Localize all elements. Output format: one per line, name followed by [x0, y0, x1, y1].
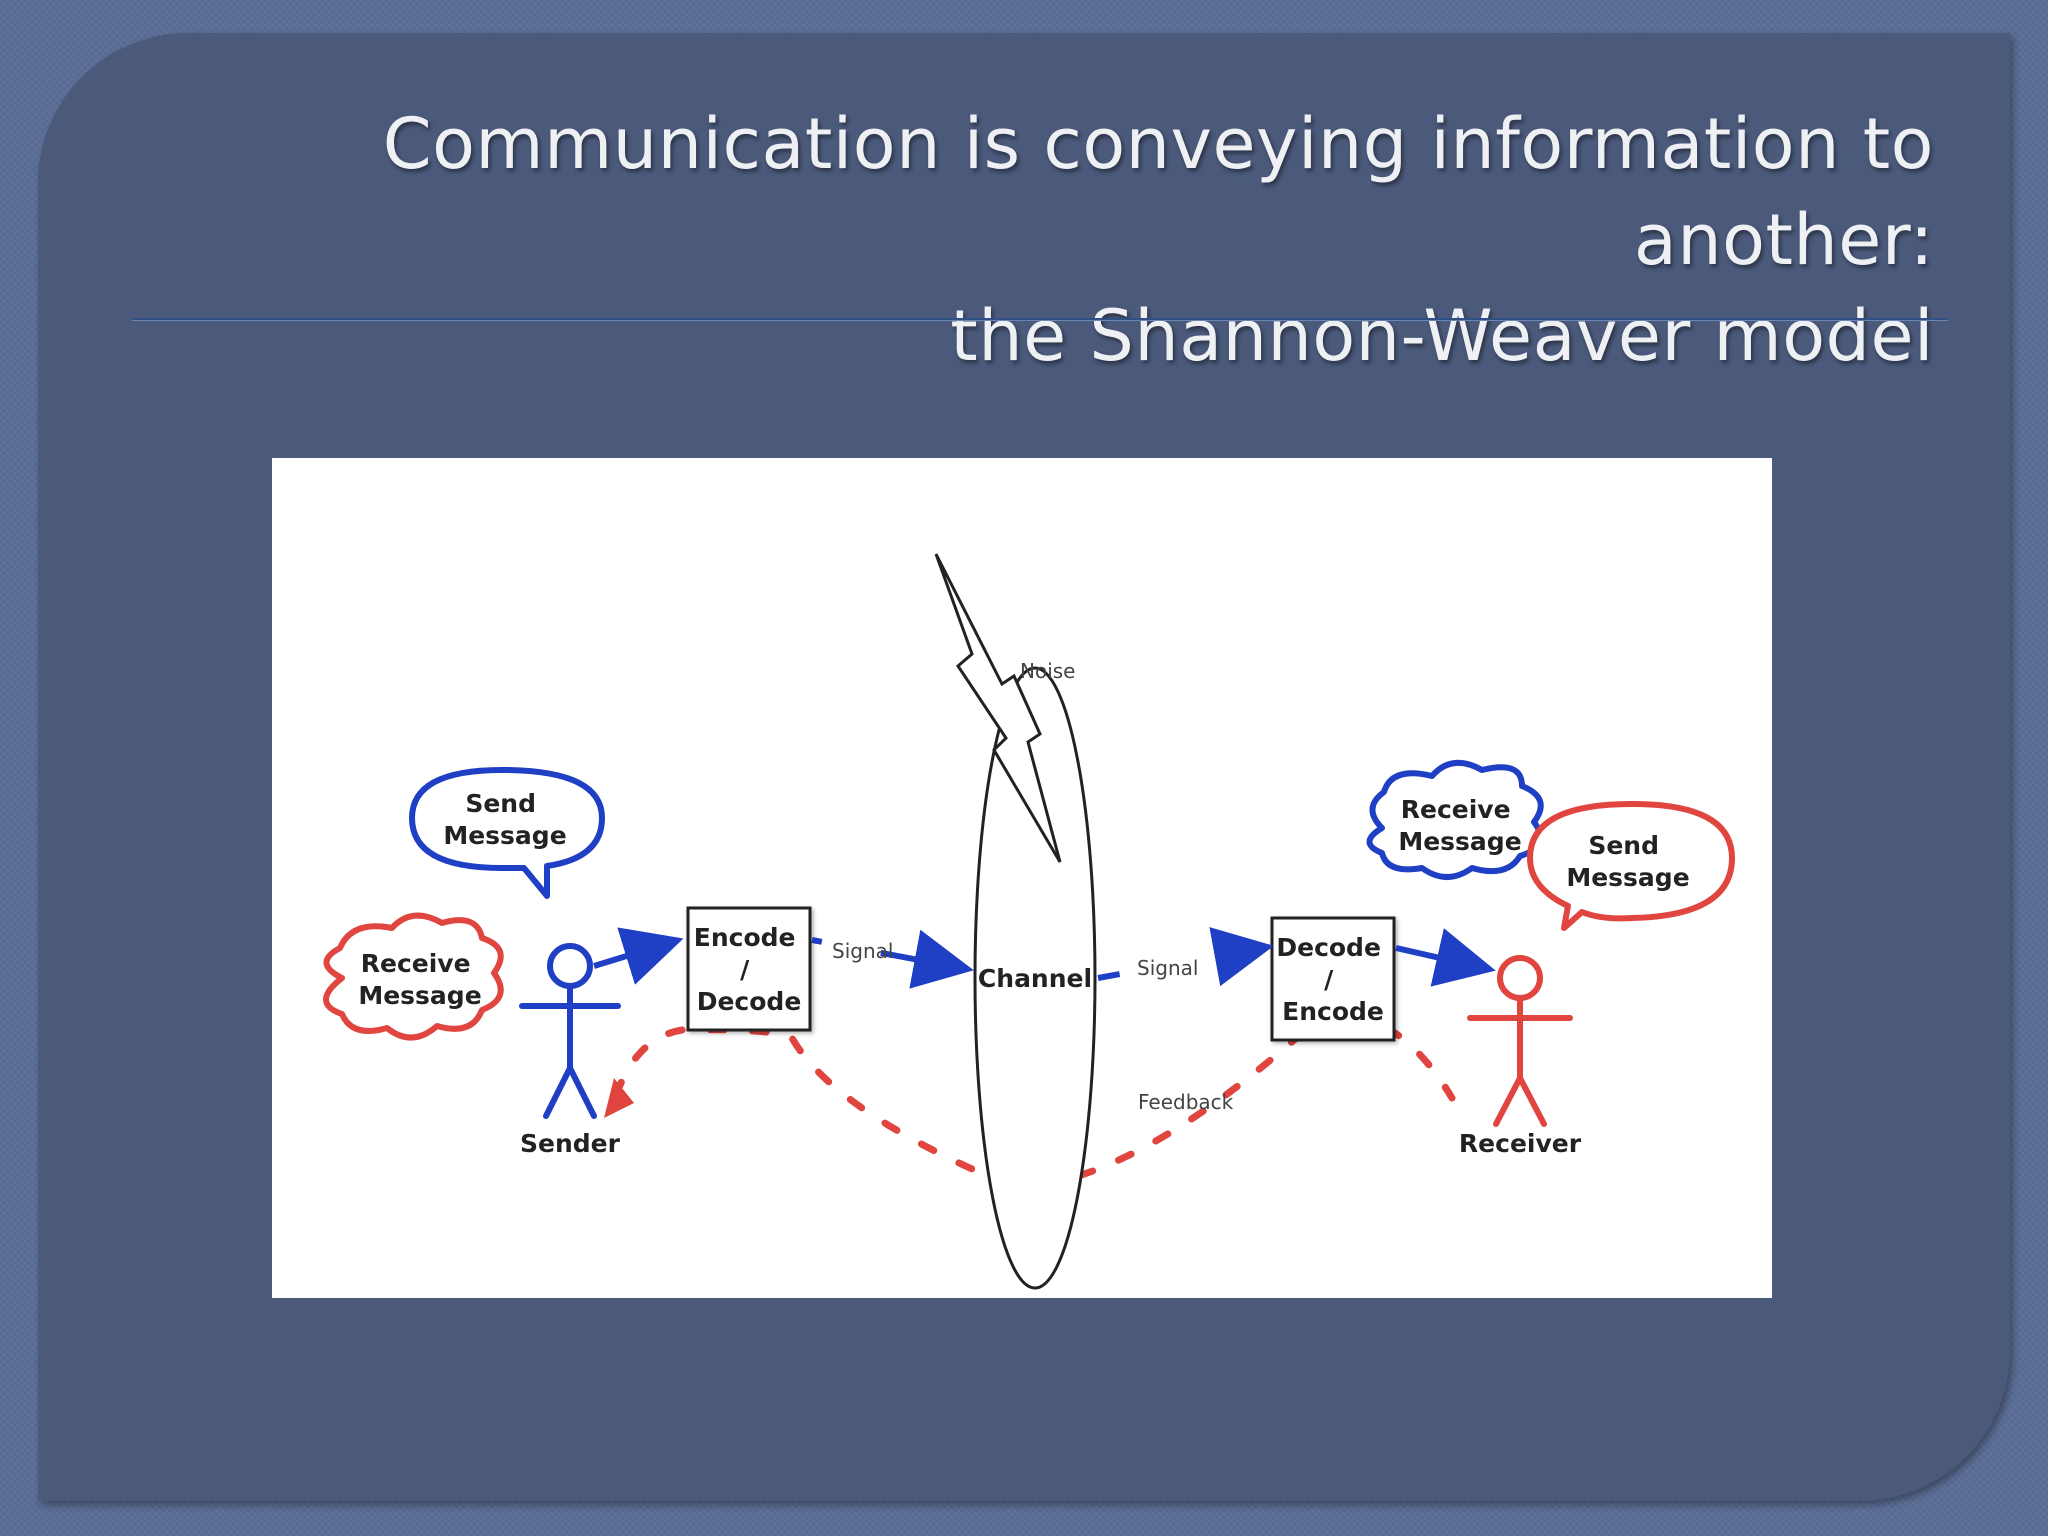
channel-label: Channel [978, 964, 1092, 993]
decoder-line-2: / [1324, 965, 1334, 994]
decoder-to-receiver-arrow [1396, 948, 1484, 968]
sender-send-line-2: Message [443, 821, 566, 850]
sender-receive-line-2: Message [358, 981, 481, 1010]
decoder-line-3: Encode [1282, 997, 1384, 1026]
slide-title-line-1: Communication is conveying information t… [174, 96, 1934, 288]
feedback-path-right [1387, 1028, 1452, 1098]
receiver-send-line-2: Message [1566, 863, 1689, 892]
feedback-label: Feedback [1138, 1090, 1234, 1114]
receiver-figure [1470, 958, 1570, 1124]
sender-to-encoder-arrow [594, 942, 672, 966]
shannon-weaver-diagram: Channel Noise Encode / Decode Decode / E… [272, 458, 1772, 1298]
receiver-receive-line-1: Receive [1401, 795, 1511, 824]
diagram-canvas: Channel Noise Encode / Decode Decode / E… [272, 458, 1772, 1298]
slide-title-line-2: the Shannon-Weaver model [174, 288, 1934, 384]
sender-send-message-bubble: Send Message [412, 770, 602, 896]
encoder-line-1: Encode [694, 923, 796, 952]
signal-right-label: Signal [1137, 956, 1198, 980]
sender-receive-message-cloud: Receive Message [326, 916, 501, 1038]
receiver-receive-message-cloud: Receive Message [1370, 763, 1541, 877]
signal-left-label: Signal [832, 939, 893, 963]
receiver-receive-line-2: Message [1398, 827, 1521, 856]
slide-title: Communication is conveying information t… [174, 96, 1934, 384]
receiver-send-line-1: Send [1588, 831, 1659, 860]
sender-receive-line-1: Receive [361, 949, 471, 978]
sender-figure [522, 946, 618, 1116]
sender-label: Sender [520, 1129, 621, 1158]
receiver-label: Receiver [1459, 1129, 1582, 1158]
sender-send-line-1: Send [465, 789, 536, 818]
encoder-line-2: / [740, 955, 750, 984]
receiver-send-message-bubble: Send Message [1530, 804, 1732, 928]
decoder-line-1: Decode [1276, 933, 1381, 962]
noise-label: Noise [1020, 659, 1075, 683]
title-divider [132, 318, 1948, 321]
encoder-line-3: Decode [697, 987, 802, 1016]
